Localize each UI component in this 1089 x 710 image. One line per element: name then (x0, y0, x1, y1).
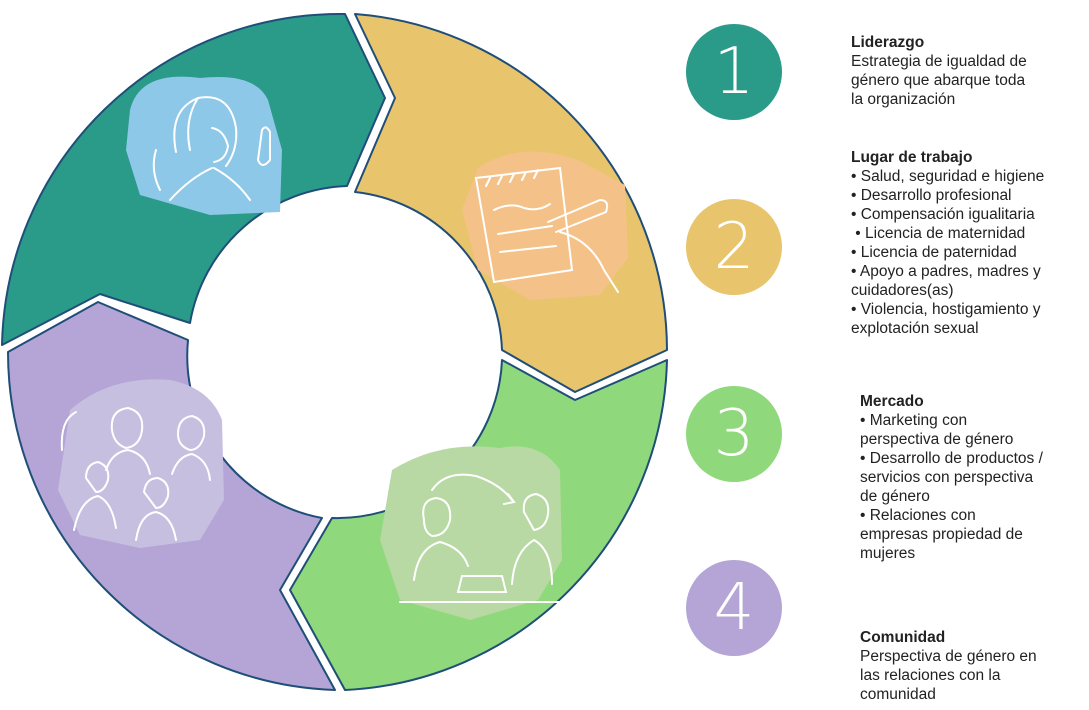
item-4-line: Perspectiva de género en (860, 648, 1037, 665)
item-3-line: • Desarrollo de productos / (860, 450, 1043, 467)
item-3-line: mujeres (860, 545, 916, 562)
item-2-line: • Licencia de maternidad (851, 225, 1026, 242)
item-2-line: • Violencia, hostigamiento y (851, 301, 1041, 318)
item-3-line: servicios con perspectiva (860, 469, 1034, 486)
number-circle-3: 3 (686, 386, 782, 482)
number-circle-2: 2 (686, 199, 782, 295)
item-1-line: la organización (851, 91, 956, 108)
item-3-line: • Marketing con (860, 412, 968, 429)
two-people-talking-icon (380, 446, 562, 620)
item-4-title: Comunidad (860, 629, 946, 646)
item-1-text: Liderazgo Estrategia de igualdad de géne… (851, 33, 1027, 109)
item-2-line: explotación sexual (851, 320, 979, 337)
item-4-text: Comunidad Perspectiva de género en las r… (860, 628, 1037, 704)
item-1-line: Estrategia de igualdad de (851, 53, 1027, 70)
number-circle-1: 1 (686, 24, 782, 120)
item-4-line: comunidad (860, 686, 936, 703)
item-3-line: empresas propiedad de (860, 526, 1023, 543)
item-2-line: cuidadores(as) (851, 282, 954, 299)
item-2-line: • Compensación igualitaria (851, 206, 1035, 223)
number-4-label: 4 (713, 571, 755, 645)
item-3-line: perspectiva de género (860, 431, 1014, 448)
item-3-text: Mercado • Marketing con perspectiva de g… (860, 392, 1043, 563)
item-2-line: • Apoyo a padres, madres y (851, 263, 1041, 280)
item-2-line: • Licencia de paternidad (851, 244, 1017, 261)
item-1-title: Liderazgo (851, 34, 925, 51)
number-3-label: 3 (713, 397, 755, 471)
item-4-line: las relaciones con la (860, 667, 1001, 684)
item-2-title: Lugar de trabajo (851, 149, 973, 166)
number-2-label: 2 (713, 210, 755, 284)
item-3-line: • Relaciones con (860, 507, 976, 524)
woman-thinking-icon (126, 76, 282, 215)
item-3-title: Mercado (860, 393, 924, 410)
hand-writing-notepad-icon (462, 151, 628, 300)
item-1-line: género que abarque toda (851, 72, 1026, 89)
family-group-icon (58, 379, 224, 548)
item-2-line: • Desarrollo profesional (851, 187, 1012, 204)
item-2-line: • Salud, seguridad e higiene (851, 168, 1045, 185)
item-3-line: de género (860, 488, 930, 505)
number-1-label: 1 (713, 35, 755, 109)
cycle-diagram (1, 12, 668, 691)
number-circle-4: 4 (686, 560, 782, 656)
item-2-text: Lugar de trabajo • Salud, seguridad e hi… (851, 148, 1044, 338)
